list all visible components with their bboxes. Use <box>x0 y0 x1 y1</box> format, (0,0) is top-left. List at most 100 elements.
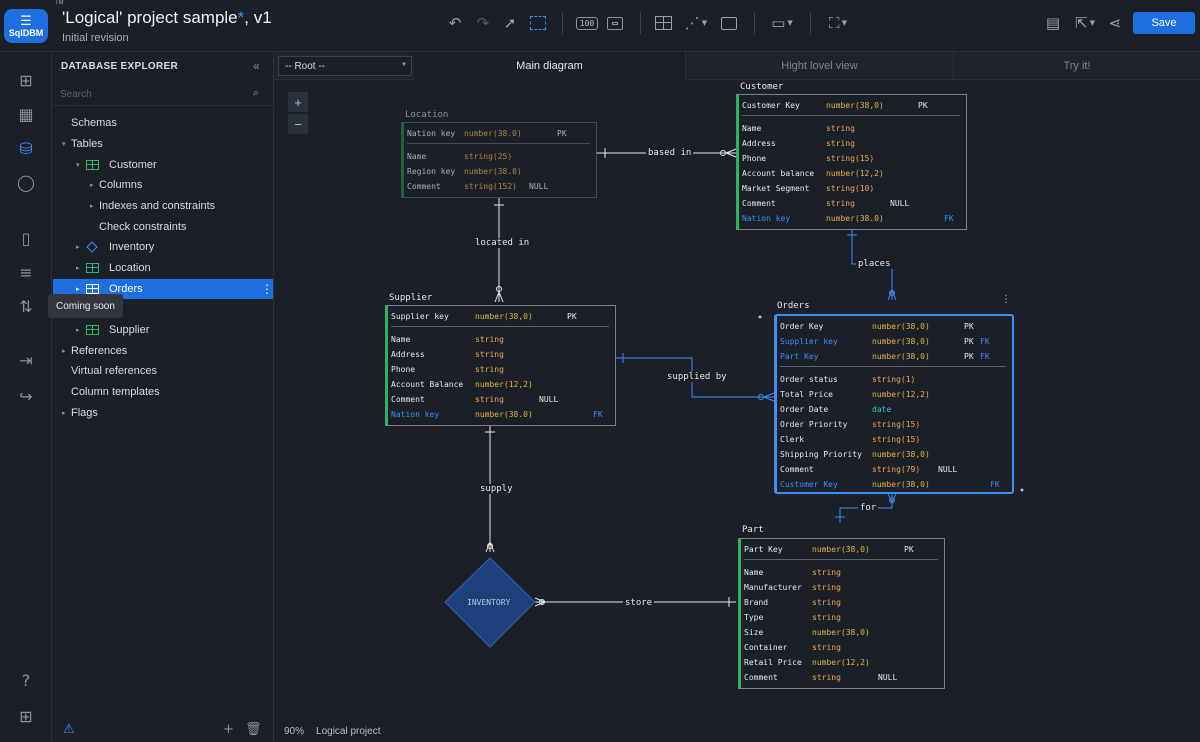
coming-soon-tooltip: Coming soon <box>48 294 123 318</box>
apps-grid-icon[interactable]: ⊞ <box>19 706 33 726</box>
zoom-in-button[interactable]: + <box>288 92 308 112</box>
tab-main-diagram[interactable]: Main diagram <box>414 52 685 80</box>
caret-right-icon[interactable]: ▸ <box>90 182 94 189</box>
column-type: string <box>812 597 841 607</box>
column-type: number(38,0) <box>812 544 870 554</box>
auto-layout-icon[interactable]: ⛶▼ <box>829 14 847 32</box>
status-bar: 90%Logical project <box>284 726 381 737</box>
caret-right-icon[interactable]: ▸ <box>62 410 66 417</box>
nullable-flag: NULL <box>878 672 898 682</box>
pointer-icon[interactable]: ➚ <box>503 14 517 32</box>
tree-item-tables[interactable]: ▾Tables <box>53 134 273 154</box>
add-relationship-icon[interactable]: ⋰▼ <box>684 14 708 32</box>
tab-high-level-view[interactable]: Hight lovel view <box>685 52 953 80</box>
column-type: number(38,0) <box>826 100 884 110</box>
explorer-title: DATABASE EXPLORER <box>61 61 178 72</box>
zoom-out-button[interactable]: − <box>288 114 308 134</box>
tree-item-flags[interactable]: ▸Flags <box>53 403 273 423</box>
tree-item-schemas[interactable]: Schemas <box>53 113 273 133</box>
caret-right-icon[interactable]: ▸ <box>76 327 80 334</box>
collapse-panel-icon[interactable]: « <box>253 59 260 73</box>
compare-icon[interactable]: ⇅ <box>19 296 33 316</box>
toolbar-divider <box>640 12 641 34</box>
trash-icon[interactable]: 🗑 <box>245 722 262 737</box>
tree-item-columns[interactable]: ▸Columns <box>53 175 273 195</box>
column-name: Supplier key <box>391 311 449 321</box>
view-mode-icon[interactable]: ▭▼ <box>771 14 793 32</box>
add-note-icon[interactable] <box>718 12 740 34</box>
tree-item-location[interactable]: ▸Location <box>53 258 273 278</box>
glossary-icon[interactable]: ≡ <box>19 262 33 282</box>
tab-try-it[interactable]: Try it! <box>953 52 1200 80</box>
caret-down-icon[interactable]: ▾ <box>62 141 66 148</box>
nullable-flag: NULL <box>938 464 958 474</box>
explorer-search-input[interactable] <box>60 86 250 102</box>
column-type: string(25) <box>464 151 513 161</box>
add-table-icon[interactable] <box>652 12 674 34</box>
tree-item-label: Customer <box>109 159 157 171</box>
save-button[interactable]: Save <box>1133 12 1195 34</box>
inventory-label: INVENTORY <box>467 598 511 607</box>
column-name: Type <box>744 612 764 622</box>
project-revision: Initial revision <box>62 32 129 44</box>
tree-item-references[interactable]: ▸References <box>53 341 273 361</box>
key-separator <box>407 143 590 144</box>
redo-icon[interactable]: ↷ <box>476 14 490 32</box>
documentation-icon[interactable]: ▯ <box>21 228 31 248</box>
import-icon[interactable]: ⇥ <box>19 350 33 370</box>
warning-icon[interactable]: ⚠ <box>63 722 75 737</box>
caret-down-icon[interactable]: ▾ <box>76 162 80 169</box>
tree-item-check-constraints[interactable]: Check constraints <box>53 217 273 237</box>
tree-item-customer[interactable]: ▾ Customer <box>53 155 273 175</box>
database-explorer-icon[interactable]: ⛁ <box>19 138 33 158</box>
table-icon <box>86 160 99 170</box>
logout-icon[interactable]: ↪ <box>19 386 33 406</box>
primary-key-flag: PK <box>904 544 914 554</box>
column-type: string <box>826 123 855 133</box>
more-options-icon[interactable]: ⋮ <box>261 282 273 296</box>
column-name: Brand <box>744 597 769 607</box>
app-logo[interactable]: ☰ SqlDBM <box>0 0 52 52</box>
tree-item-indexes[interactable]: ▸Indexes and constraints <box>53 196 273 216</box>
caret-right-icon[interactable]: ▸ <box>90 203 94 210</box>
tree-item-virtual-references[interactable]: Virtual references <box>53 361 273 381</box>
search-icon[interactable]: ⌕ <box>253 86 260 99</box>
more-options-icon[interactable]: ⋮ <box>1001 294 1011 305</box>
share-icon[interactable]: ⋖ <box>1108 14 1122 32</box>
fit-page-icon[interactable] <box>604 12 626 34</box>
column-type: string <box>826 198 855 208</box>
undo-icon[interactable]: ↶ <box>448 14 462 32</box>
export-icon[interactable]: ⇱▼ <box>1075 14 1095 32</box>
project-title[interactable]: 'Logical' project sample*, v1 <box>62 8 272 28</box>
zoom-100-icon[interactable]: 100 <box>575 12 599 34</box>
caret-right-icon[interactable]: ▸ <box>76 265 80 272</box>
column-type: number(12,2) <box>812 657 870 667</box>
marquee-select-icon[interactable] <box>528 12 548 34</box>
nullable-flag: NULL <box>890 198 910 208</box>
column-type: date <box>872 404 892 414</box>
nullable-flag: NULL <box>529 181 549 191</box>
diagram-icon[interactable]: ▦ <box>18 104 34 124</box>
column-type: string <box>812 612 841 622</box>
column-name: Customer Key <box>780 479 838 489</box>
tree-item-supplier[interactable]: ▸Supplier <box>53 320 273 340</box>
model-tree-icon[interactable]: ⊞ <box>19 70 33 90</box>
root-select[interactable]: -- Root --▼ <box>278 56 412 76</box>
document-icon[interactable]: ▤ <box>1045 14 1061 32</box>
diagram-canvas[interactable]: + − <box>274 80 1200 742</box>
help-icon[interactable]: ? <box>21 670 31 690</box>
caret-right-icon[interactable]: ▸ <box>76 286 80 293</box>
column-name: Nation key <box>407 128 456 138</box>
comments-icon[interactable]: ◯ <box>17 172 35 192</box>
add-icon[interactable]: + <box>223 722 234 737</box>
caret-right-icon[interactable]: ▸ <box>62 348 66 355</box>
caret-right-icon[interactable]: ▸ <box>76 244 80 251</box>
tree-item-inventory[interactable]: ▸Inventory <box>53 237 273 257</box>
tree-item-column-templates[interactable]: Column templates <box>53 382 273 402</box>
